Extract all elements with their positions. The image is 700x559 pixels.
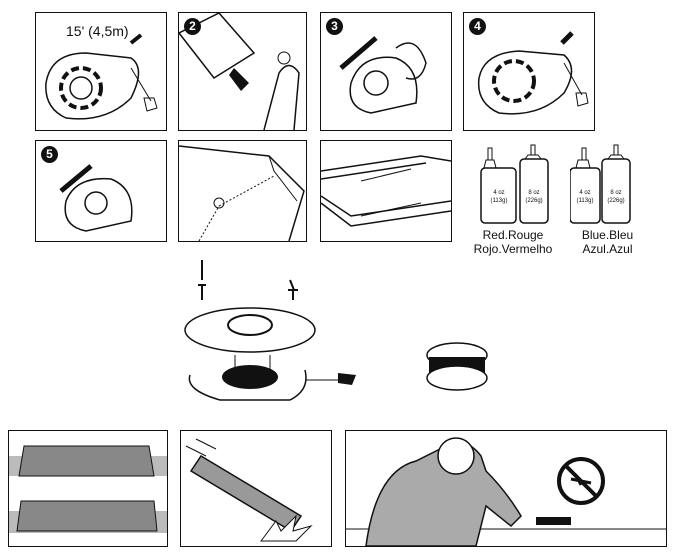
warning-panel <box>345 430 667 547</box>
snap-line-illustration <box>179 145 305 241</box>
replacement-line-spool <box>420 340 495 395</box>
bottle-size: 4 oz <box>493 190 505 196</box>
worker-warning-illustration <box>346 437 666 546</box>
housing-assembly-panel <box>8 430 168 547</box>
step-number: 5 <box>41 146 58 163</box>
housing-halves-illustration <box>9 445 167 533</box>
chalk-line-panel <box>320 140 452 242</box>
bottle-weight: (113g) <box>490 198 508 204</box>
shake-reel-illustration <box>339 36 427 114</box>
impact-illustration <box>185 438 313 542</box>
bottle-weight: (226g) <box>525 198 543 204</box>
step-number: 3 <box>326 18 343 35</box>
step-1-panel: 15' (4,5m) <box>35 12 167 131</box>
bottle-weight: (113g) <box>576 198 594 204</box>
red-chalk-bottles: 4 oz (113g) 8 oz (226g) <box>478 143 558 233</box>
label-line: Rojo.Vermelho <box>473 242 553 256</box>
label-line: Azul.Azul <box>582 242 633 256</box>
step-3-panel: 3 <box>320 12 452 131</box>
snap-line-panel <box>178 140 307 242</box>
bottle-illustration <box>480 144 549 224</box>
chalk-reel-pull-illustration <box>45 33 158 120</box>
rewind-reel-illustration <box>477 31 589 115</box>
bottle-size: 4 oz <box>579 190 591 196</box>
shake-reel-illustration <box>59 164 133 232</box>
fill-chalk-illustration <box>179 13 300 130</box>
exploded-reel-assembly <box>180 255 390 405</box>
prohibited-icon <box>557 457 605 505</box>
bottle-weight: (226g) <box>607 198 625 204</box>
line-length-label: 15' (4,5m) <box>66 23 129 39</box>
step-5-panel: 5 <box>35 140 167 242</box>
step-number: 4 <box>469 18 486 35</box>
dropped-reel-panel <box>180 430 332 547</box>
bottle-illustration <box>570 144 631 224</box>
blue-chalk-bottles: 4 oz (113g) 8 oz (226g) <box>570 143 650 233</box>
spool-illustration <box>426 342 488 391</box>
label-line: Blue.Bleu <box>581 228 634 242</box>
label-line: Red.Rouge <box>482 228 544 242</box>
step-4-panel: 4 <box>463 12 595 131</box>
reel-assembly-illustration <box>184 260 356 401</box>
bottle-size: 8 oz <box>610 190 622 196</box>
step-2-panel: 2 <box>178 12 307 131</box>
bottle-size: 8 oz <box>528 190 540 196</box>
step-number: 2 <box>184 18 201 35</box>
chalk-line-on-board-illustration <box>321 155 451 227</box>
